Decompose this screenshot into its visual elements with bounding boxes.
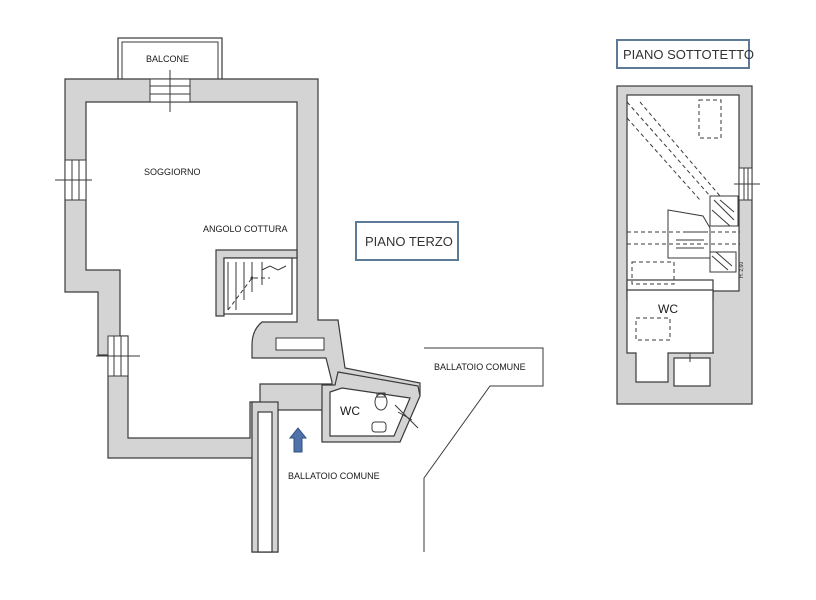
ballatoio-callout: BALLATOIO COMUNE — [423, 347, 544, 552]
attic-staircase-icon — [667, 195, 739, 273]
ballatoio-comune-right-label: BALLATOIO COMUNE — [434, 362, 526, 372]
window-left-lower — [96, 335, 140, 377]
balcone-label: BALCONE — [146, 54, 189, 64]
attic-upper-room — [626, 94, 740, 292]
wc-attic-label: WC — [658, 302, 678, 316]
piano-terzo-plan: BALCONE WC — [55, 37, 544, 553]
piano-sottotetto-title: PIANO SOTTOTETTO — [616, 39, 754, 69]
toilet-icon — [374, 392, 388, 411]
piano-terzo-title: PIANO TERZO — [355, 221, 459, 261]
angolo-cottura-label: ANGOLO COTTURA — [203, 224, 288, 234]
corridor — [257, 411, 273, 553]
sink-icon — [371, 421, 387, 433]
door-landing — [275, 337, 325, 351]
window-left-upper — [55, 159, 92, 201]
wc-main-label: WC — [340, 404, 360, 418]
ballatoio-comune-bottom-label: BALLATOIO COMUNE — [288, 471, 380, 481]
soggiorno-room — [85, 101, 333, 439]
soggiorno-label: SOGGIORNO — [144, 167, 201, 177]
staircase-icon — [223, 257, 293, 315]
entry-arrow-icon — [288, 427, 308, 453]
window-top — [149, 70, 191, 112]
attic-window — [734, 167, 760, 201]
door-swing-icon — [394, 404, 419, 429]
piano-sottotetto-title-text: PIANO SOTTOTETTO — [623, 47, 754, 62]
piano-sottotetto-plan: WC H. 2,60 — [616, 85, 760, 405]
piano-terzo-title-text: PIANO TERZO — [365, 234, 453, 249]
wc-room — [329, 387, 411, 437]
height-note: H. 2,60 — [739, 262, 745, 278]
attic-closet — [673, 357, 711, 387]
